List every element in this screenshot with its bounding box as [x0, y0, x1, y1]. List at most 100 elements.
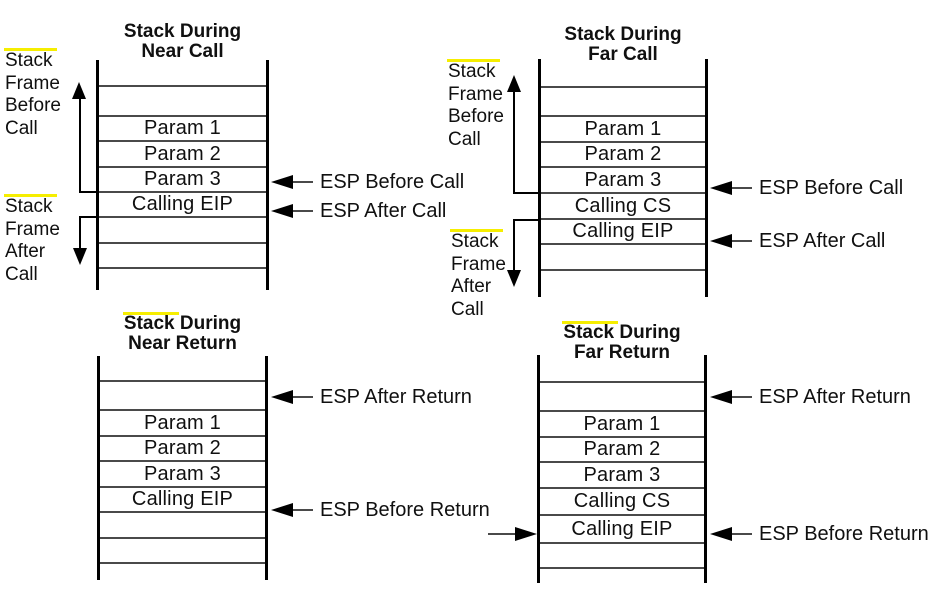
stack-cell — [540, 355, 704, 383]
arrow-left-icon — [710, 390, 732, 404]
title-far-call: Stack During Far Call — [538, 25, 708, 65]
stack-cell — [99, 87, 266, 117]
esp-after-return-annotation: ESP After Return — [271, 386, 472, 408]
title-line1: Stack During — [538, 25, 708, 45]
arrow-shaft — [732, 396, 752, 398]
stack-cell: Param 1 — [99, 117, 266, 142]
title-word-during: During — [615, 24, 682, 45]
esp-before-call-annotation: ESP Before Call — [710, 177, 903, 199]
esp-label: ESP After Call — [759, 229, 886, 252]
stack-cell — [540, 569, 704, 583]
title-line1: Stack During — [97, 312, 268, 334]
stack-cell — [541, 245, 705, 271]
title-word-during: During — [174, 21, 242, 42]
esp-after-return-annotation: ESP After Return — [710, 386, 911, 408]
stack-cell: Param 3 — [540, 463, 704, 489]
stack-cell: Param 3 — [99, 168, 266, 193]
title-near-return: Stack During Near Return — [97, 312, 268, 354]
esp-label: ESP After Call — [320, 199, 447, 222]
title-word-stack: Stack — [564, 24, 616, 45]
arrow-shaft — [488, 533, 515, 535]
stack-cell: Calling CS — [540, 489, 704, 516]
arrow-shaft — [732, 240, 752, 242]
frame-before-bracket-stub — [80, 191, 97, 193]
highlighted-word-stack: Stack — [450, 229, 503, 252]
highlighted-word-stack: Stack — [562, 321, 618, 343]
stack-cell: Param 2 — [99, 142, 266, 168]
frame-after-bracket-line — [513, 219, 515, 271]
esp-before-return-annotation: ESP Before Return — [271, 499, 490, 521]
stack-cell: Param 3 — [541, 168, 705, 194]
highlighted-word-stack: Stack — [4, 48, 57, 71]
arrow-left-icon — [710, 527, 732, 541]
stack-far-call: Param 1 Param 2 Param 3 Calling CS Calli… — [538, 59, 708, 297]
arrow-left-icon — [271, 204, 293, 218]
stack-cell — [540, 544, 704, 569]
stack-cell: Calling EIP — [540, 516, 704, 544]
arrow-shaft — [293, 396, 313, 398]
stack-cell: Calling EIP — [100, 488, 265, 513]
calling-eip-pointer-arrow — [488, 526, 537, 542]
label-stack-frame-before-call: Stack Frame Before Call — [447, 59, 504, 150]
stack-cell — [100, 513, 265, 539]
stack-cell: Param 1 — [100, 411, 265, 437]
stack-cell: Calling EIP — [99, 193, 266, 218]
label-stack-frame-before-call: Stack Frame Before Call — [4, 48, 61, 139]
arrow-shaft — [293, 210, 313, 212]
esp-label: ESP After Return — [759, 385, 911, 408]
stack-cell — [99, 269, 266, 290]
esp-label: ESP Before Return — [320, 498, 490, 521]
stack-cell: Param 3 — [100, 462, 265, 488]
title-line2: Near Return — [128, 333, 237, 354]
stack-cell: Param 2 — [541, 143, 705, 168]
title-line2: Far Return — [573, 342, 671, 363]
arrow-left-icon — [710, 234, 732, 248]
arrow-down-icon — [507, 270, 521, 287]
stack-cell — [99, 218, 266, 244]
arrow-left-icon — [271, 175, 293, 189]
stack-cell: Param 1 — [541, 117, 705, 143]
title-word-stack: Stack — [123, 21, 175, 42]
stack-cell — [540, 383, 704, 412]
frame-before-bracket-line — [79, 97, 81, 193]
stack-cell: Param 2 — [540, 438, 704, 463]
stack-cell: Calling CS — [541, 194, 705, 220]
highlighted-word-stack: Stack — [447, 59, 500, 82]
arrow-shaft — [732, 533, 752, 535]
arrow-shaft — [732, 187, 752, 189]
arrow-up-icon — [507, 75, 521, 92]
frame-before-bracket-line — [513, 90, 515, 194]
title-line2: Near Call — [141, 41, 224, 62]
arrow-left-icon — [271, 503, 293, 517]
esp-label: ESP After Return — [320, 385, 472, 408]
stack-cell — [541, 59, 705, 88]
esp-label: ESP Before Call — [320, 170, 465, 193]
label-stack-frame-after-call: Stack Frame After Call — [4, 194, 60, 285]
esp-before-return-annotation: ESP Before Return — [710, 523, 929, 545]
stack-cell: Calling EIP — [541, 220, 705, 245]
frame-after-bracket-stub — [80, 216, 97, 218]
frame-after-bracket-line — [79, 216, 81, 250]
stack-cell — [100, 356, 265, 382]
esp-label: ESP Before Return — [759, 522, 929, 545]
title-line2: Far Call — [588, 44, 658, 65]
title-word-during: During — [174, 313, 242, 334]
stack-cell — [99, 60, 266, 87]
stack-cell — [541, 271, 705, 297]
arrow-down-icon — [73, 248, 87, 265]
stack-cell — [100, 564, 265, 580]
title-line1: Stack During — [537, 321, 707, 343]
stack-cell — [541, 88, 705, 117]
arrow-right-icon — [515, 527, 537, 541]
stack-cell — [99, 244, 266, 269]
esp-before-call-annotation: ESP Before Call — [271, 171, 464, 193]
title-word-during: During — [614, 322, 681, 343]
title-near-call: Stack During Near Call — [96, 22, 269, 62]
esp-after-call-annotation: ESP After Call — [710, 230, 885, 252]
esp-after-call-annotation: ESP After Call — [271, 200, 446, 222]
stack-cell: Param 1 — [540, 412, 704, 438]
highlighted-word-stack: Stack — [122, 312, 179, 334]
stack-cell: Param 2 — [100, 437, 265, 462]
title-line1: Stack During — [96, 22, 269, 42]
stack-cell — [100, 382, 265, 411]
